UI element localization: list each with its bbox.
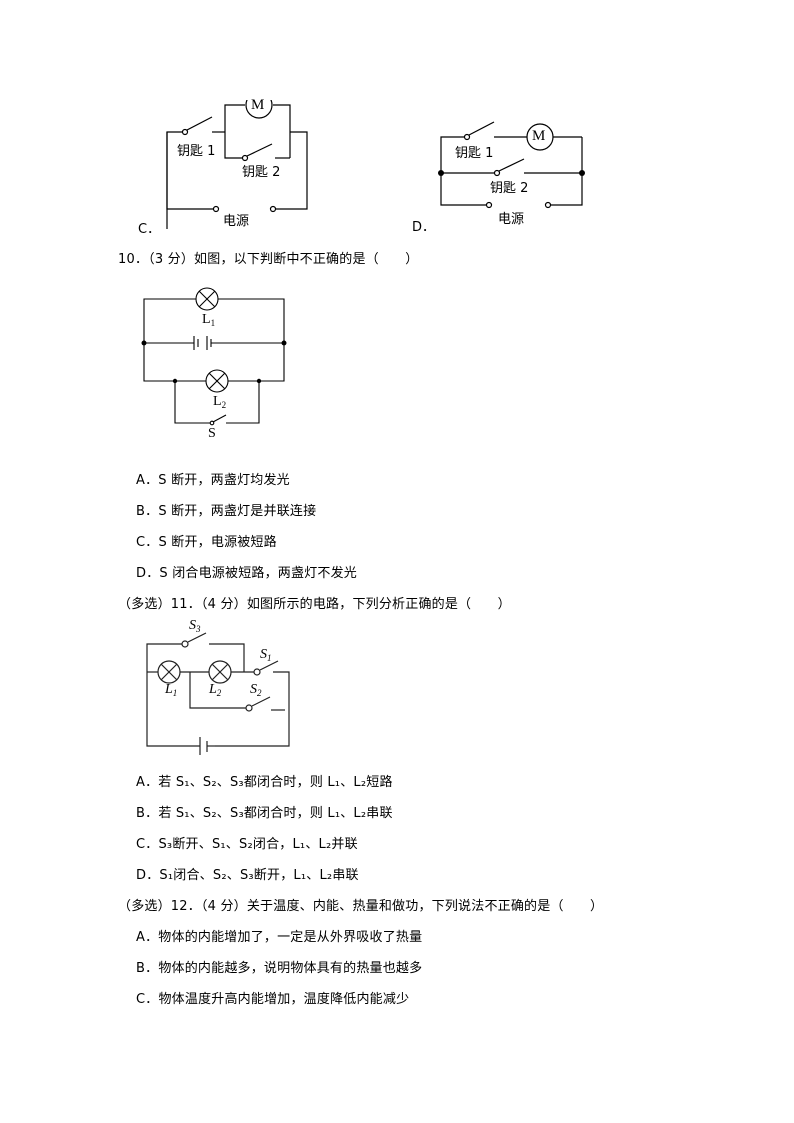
power-label: 电源 — [223, 214, 250, 229]
question-11-stem: （多选）11．（4 分）如图所示的电路，下列分析正确的是（ ） — [118, 597, 511, 612]
q10-option-c[interactable]: C．S 断开，电源被短路 — [136, 531, 277, 550]
q12-option-b[interactable]: B．物体的内能越多，说明物体具有的热量也越多 — [136, 957, 422, 976]
circuit-diagram-d — [438, 121, 585, 209]
key2-label: 钥匙 2 — [490, 181, 529, 196]
option-text: 若 S₁、S₂、S₃都闭合时，则 L₁、L₂短路 — [158, 775, 393, 790]
q11-option-d[interactable]: D．S₁闭合、S₂、S₃断开，L₁、L₂串联 — [136, 864, 359, 883]
option-text: S₃断开、S₁、S₂闭合，L₁、L₂并联 — [158, 837, 358, 852]
lamp-l1-label: L1 — [165, 682, 178, 698]
q10-option-b[interactable]: B．S 断开，两盏灯是并联连接 — [136, 500, 316, 519]
q9-option-d[interactable]: M 钥匙 1 钥匙 2 电源 D． — [400, 105, 600, 235]
q12-option-a[interactable]: A．物体的内能增加了，一定是从外界吸收了热量 — [136, 926, 422, 945]
option-letter: C． — [136, 535, 159, 550]
option-text: 若 S₁、S₂、S₃都闭合时，则 L₁、L₂串联 — [158, 806, 393, 821]
key2-label: 钥匙 2 — [242, 165, 281, 180]
circuit-diagram-q11 — [146, 632, 290, 755]
q11-option-b[interactable]: B．若 S₁、S₂、S₃都闭合时，则 L₁、L₂串联 — [136, 802, 393, 821]
option-letter: C． — [136, 992, 159, 1007]
option-letter: B． — [136, 806, 159, 821]
option-text: 物体温度升高内能增加，温度降低内能减少 — [158, 992, 410, 1007]
power-label: 电源 — [498, 212, 525, 227]
question-12-stem: （多选）12．（4 分）关于温度、内能、热量和做功，下列说法不正确的是（ ） — [118, 899, 604, 914]
lamp-l1-label: L1 — [202, 312, 216, 328]
option-letter: B． — [136, 961, 159, 976]
circuit-diagram-q10 — [141, 287, 287, 426]
option-text: S 断开，两盏灯均发光 — [158, 473, 290, 488]
q10-option-d[interactable]: D．S 闭合电源被短路，两盏灯不发光 — [136, 562, 357, 581]
option-text: 物体的内能越多，说明物体具有的热量也越多 — [158, 961, 423, 976]
q11-option-a[interactable]: A．若 S₁、S₂、S₃都闭合时，则 L₁、L₂短路 — [136, 771, 393, 790]
option-letter: B． — [136, 504, 159, 519]
q10-option-a[interactable]: A．S 断开，两盏灯均发光 — [136, 469, 290, 488]
option-letter: C． — [136, 837, 159, 852]
option-text: 物体的内能增加了，一定是从外界吸收了热量 — [158, 930, 423, 945]
option-letter: D． — [136, 868, 160, 883]
q12-option-c[interactable]: C．物体温度升高内能增加，温度降低内能减少 — [136, 988, 409, 1007]
option-letter-c: C． — [138, 222, 161, 237]
option-letter: A． — [136, 775, 159, 790]
key1-label: 钥匙 1 — [177, 144, 216, 159]
option-letter: D． — [136, 566, 160, 581]
question-10-stem: 10．（3 分）如图，以下判断中不正确的是（ ） — [118, 252, 419, 267]
switch-s3-label: S3 — [189, 618, 201, 634]
switch-s1-label: S1 — [260, 647, 272, 663]
q9-option-c[interactable]: M 钥匙 1 钥匙 2 电源 C． — [130, 91, 330, 237]
q11-circuit-figure: S3 S1 L1 L2 S2 — [135, 615, 300, 755]
option-letter: A． — [136, 473, 159, 488]
option-text: S 闭合电源被短路，两盏灯不发光 — [159, 566, 358, 581]
switch-s2-label: S2 — [250, 682, 262, 698]
option-text: S₁闭合、S₂、S₃断开，L₁、L₂串联 — [159, 868, 359, 883]
lamp-l2-label: L2 — [209, 682, 222, 698]
motor-label: M — [532, 128, 546, 144]
key1-label: 钥匙 1 — [455, 146, 494, 161]
switch-s-label: S — [208, 426, 216, 441]
q10-circuit-figure: L1 L2 S — [130, 275, 300, 450]
option-text: S 断开，两盏灯是并联连接 — [158, 504, 317, 519]
option-letter: A． — [136, 930, 159, 945]
motor-label: M — [251, 97, 265, 113]
option-text: S 断开，电源被短路 — [158, 535, 277, 550]
q11-option-c[interactable]: C．S₃断开、S₁、S₂闭合，L₁、L₂并联 — [136, 833, 358, 852]
lamp-l2-label: L2 — [213, 394, 227, 410]
option-letter-d: D． — [412, 220, 436, 235]
